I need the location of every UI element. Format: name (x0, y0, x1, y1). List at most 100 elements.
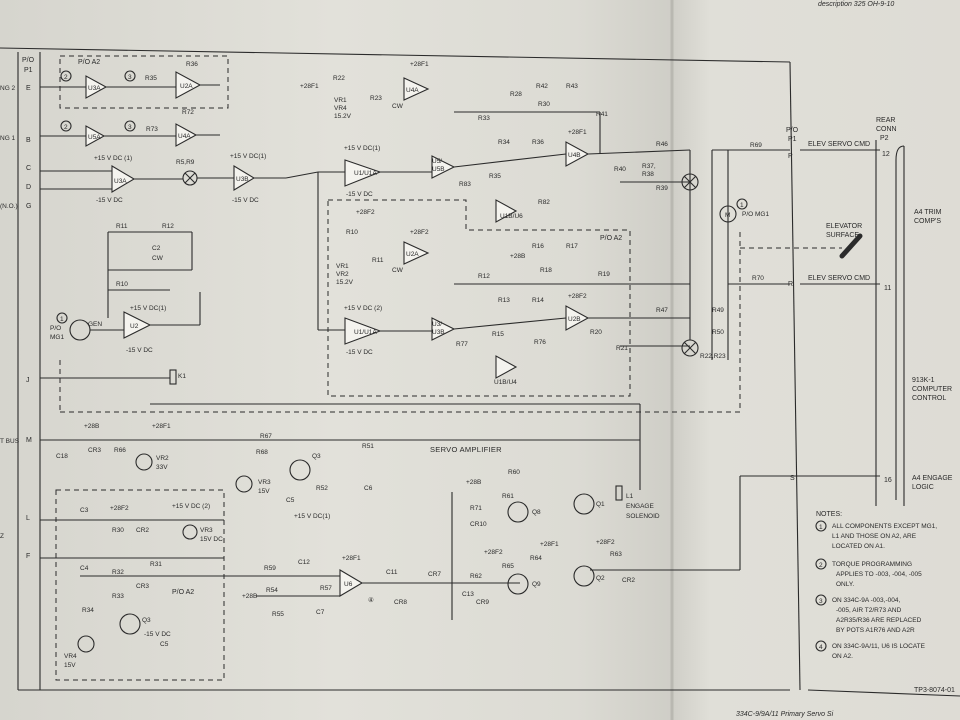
svg-text:R22,R23: R22,R23 (700, 353, 726, 360)
frame-lines (0, 47, 960, 697)
svg-text:U4A: U4A (178, 133, 191, 140)
svg-text:LOGIC: LOGIC (912, 484, 934, 491)
svg-text:L1: L1 (626, 493, 634, 500)
svg-text:R12: R12 (162, 223, 174, 230)
svg-text:Q8: Q8 (532, 509, 541, 516)
svg-text:+28F2: +28F2 (356, 209, 375, 216)
svg-text:+28B: +28B (84, 423, 99, 430)
svg-text:C4: C4 (80, 565, 89, 572)
note-markers: 2 3 2 3 1 1 (56, 70, 748, 324)
svg-text:ON 334C-9A/11, U6 IS LOCATE: ON 334C-9A/11, U6 IS LOCATE (832, 643, 926, 650)
svg-text:P: P (788, 153, 793, 160)
svg-text:R10: R10 (346, 229, 358, 236)
svg-text:ELEV SERVO CMD: ELEV SERVO CMD (808, 275, 870, 282)
svg-text:VR1: VR1 (334, 97, 347, 104)
svg-text:-15 V DC: -15 V DC (346, 349, 373, 356)
svg-text:CR7: CR7 (428, 571, 441, 578)
svg-text:R69: R69 (750, 142, 762, 149)
svg-text:R67: R67 (260, 433, 272, 440)
svg-text:+28F1: +28F1 (540, 541, 559, 548)
svg-text:VR4: VR4 (334, 105, 347, 112)
svg-text:+15 V DC(1): +15 V DC(1) (294, 513, 330, 520)
svg-text:15.2V: 15.2V (336, 279, 354, 286)
svg-text:Q3: Q3 (312, 453, 321, 460)
header-fragment: description 325 OH-9-10 (818, 1, 894, 8)
svg-text:C7: C7 (316, 609, 325, 616)
svg-text:ON A2.: ON A2. (832, 653, 853, 660)
svg-text:R36: R36 (186, 61, 198, 68)
svg-text:P2: P2 (880, 135, 889, 142)
svg-text:R33: R33 (112, 593, 124, 600)
svg-text:J: J (26, 377, 30, 384)
svg-text:R32: R32 (112, 569, 124, 576)
svg-text:C5: C5 (160, 641, 169, 648)
gen-loop: R11 R12 C2 CW R10 U2 +15 V DC(1) -15 V D… (50, 223, 201, 354)
svg-text:R65: R65 (502, 563, 514, 570)
svg-text:C3: C3 (80, 507, 89, 514)
svg-text:F: F (26, 553, 30, 560)
po-a2-middle-box: P/O A2 +28F2 R10 VR1 VR2 15.2V R11 CW U2… (317, 172, 690, 397)
svg-text:R42: R42 (536, 83, 548, 90)
svg-text:+28B: +28B (466, 479, 481, 486)
svg-text:R37,: R37, (642, 163, 656, 170)
svg-text:P1: P1 (788, 136, 797, 143)
svg-text:R62: R62 (470, 573, 482, 580)
svg-text:R55: R55 (272, 611, 284, 618)
svg-text:P/O MG1: P/O MG1 (742, 211, 769, 218)
svg-text:U3/: U3/ (432, 321, 442, 328)
svg-text:R14: R14 (532, 297, 544, 304)
svg-text:+28B: +28B (242, 593, 257, 600)
svg-text:R57: R57 (320, 585, 332, 592)
svg-text:15V: 15V (258, 488, 270, 495)
svg-text:R36: R36 (532, 139, 544, 146)
svg-text:R46: R46 (656, 141, 668, 148)
svg-text:2: 2 (64, 74, 68, 81)
svg-text:A4 TRIM: A4 TRIM (914, 209, 942, 216)
svg-text:R54: R54 (266, 587, 278, 594)
svg-text:CW: CW (392, 267, 404, 274)
svg-text:BY POTS A1R76 AND A2R: BY POTS A1R76 AND A2R (836, 627, 915, 634)
svg-text:R41: R41 (596, 111, 608, 118)
po-a2-top-box: P/O A2 U3A U2A R35 R36 (40, 55, 229, 109)
svg-text:913K-1: 913K-1 (912, 377, 935, 384)
svg-text:+28F1: +28F1 (300, 83, 319, 90)
svg-text:COMPUTER: COMPUTER (912, 386, 952, 393)
svg-text:R15: R15 (492, 331, 504, 338)
svg-text:R30: R30 (112, 527, 124, 534)
svg-text:U3A: U3A (88, 85, 101, 92)
svg-text:P/O A2: P/O A2 (78, 59, 100, 66)
servo-amplifier: SERVO AMPLIFIER +28B C18 CR3 R66 +28F1 V… (40, 423, 741, 620)
u5a-u4a-row: U5A U4A R73 R72 (40, 109, 220, 147)
svg-text:VR2: VR2 (336, 271, 349, 278)
svg-text:U5A: U5A (88, 134, 101, 141)
upper-channel: +28F1 R22 VR1 VR4 15.2V R23 CW U4A +28F1… (300, 61, 691, 223)
svg-text:G: G (26, 203, 31, 210)
notes: NOTES: 1 ALL COMPONENTS EXCEPT MG1, L1 A… (815, 511, 937, 660)
svg-text:R64: R64 (530, 555, 542, 562)
svg-text:15V DC: 15V DC (200, 536, 223, 543)
svg-text:Q9: Q9 (532, 581, 541, 588)
svg-text:R12: R12 (478, 273, 490, 280)
svg-text:12: 12 (882, 151, 890, 158)
svg-text:R43: R43 (566, 83, 578, 90)
svg-text:R73: R73 (146, 126, 158, 133)
svg-text:-15 V DC: -15 V DC (96, 197, 123, 204)
svg-text:R17: R17 (566, 243, 578, 250)
output-connectors: P/O P1 P R S ELEV SERVO CMD ELEV SERVO C… (740, 117, 953, 506)
u6-section: R59 C12 +28F1 U6 ④ +28B R54 R57 R55 C7 C… (242, 555, 520, 618)
svg-text:Z: Z (0, 533, 4, 540)
svg-text:C12: C12 (298, 559, 310, 566)
svg-text:R63: R63 (610, 551, 622, 558)
svg-text:VR3: VR3 (258, 479, 271, 486)
svg-text:R11: R11 (372, 257, 384, 264)
svg-text:R50: R50 (712, 329, 724, 336)
svg-text:S: S (790, 475, 795, 482)
svg-text:SERVO AMPLIFIER: SERVO AMPLIFIER (430, 445, 502, 454)
svg-text:R18: R18 (540, 267, 552, 274)
svg-text:C13: C13 (462, 591, 474, 598)
svg-text:+28F1: +28F1 (152, 423, 171, 430)
svg-text:U3B: U3B (236, 176, 249, 183)
svg-text:R11: R11 (116, 223, 128, 230)
svg-text:+28F2: +28F2 (596, 539, 615, 546)
